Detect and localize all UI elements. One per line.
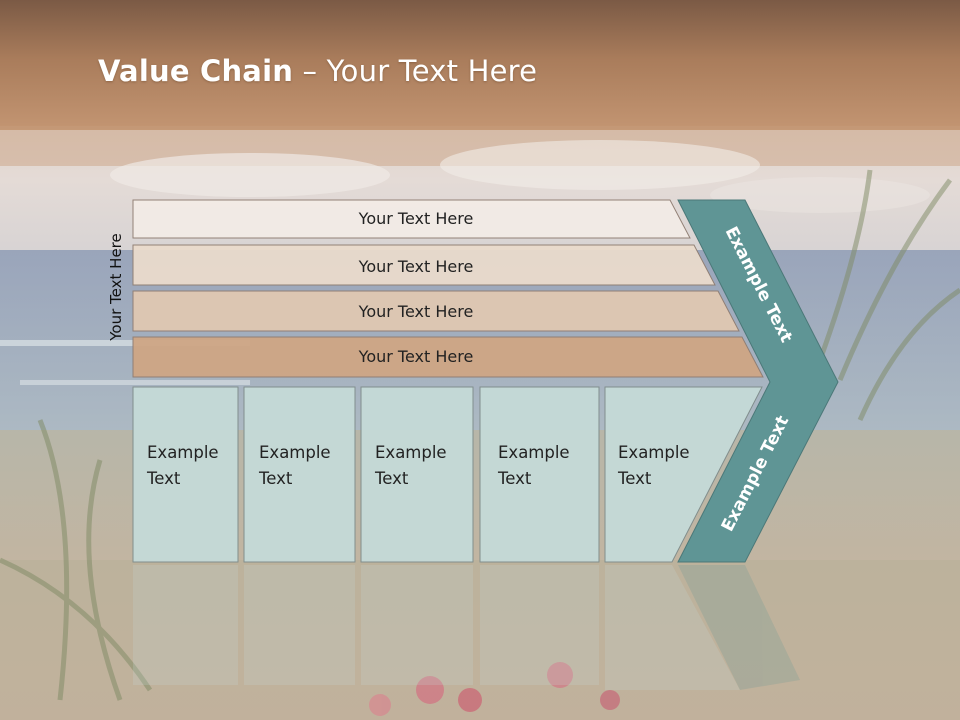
support-bar-1[interactable] (132, 199, 691, 239)
support-bar-4-label: Your Text Here (358, 347, 474, 366)
reflection (133, 565, 800, 690)
title-rest: Your Text Here (326, 54, 538, 88)
title-separator: – (293, 54, 327, 88)
primary-box-3[interactable] (360, 386, 474, 563)
margin-chevron[interactable] (677, 199, 839, 563)
support-bar-2-label: Your Text Here (358, 257, 474, 276)
primary-box-4[interactable] (479, 386, 600, 563)
primary-box-5[interactable] (604, 386, 763, 563)
primary-box-2[interactable] (243, 386, 356, 563)
support-bar-4[interactable] (132, 336, 764, 378)
support-bar-3[interactable] (132, 290, 740, 332)
support-bar-1-label: Your Text Here (358, 209, 474, 228)
title-bold: Value Chain (98, 54, 294, 88)
primary-box-1[interactable] (132, 386, 239, 563)
support-bar-3-label: Your Text Here (358, 302, 474, 321)
support-bar-2[interactable] (132, 244, 716, 286)
slide-title: Value Chain – Your Text Here (98, 54, 537, 88)
